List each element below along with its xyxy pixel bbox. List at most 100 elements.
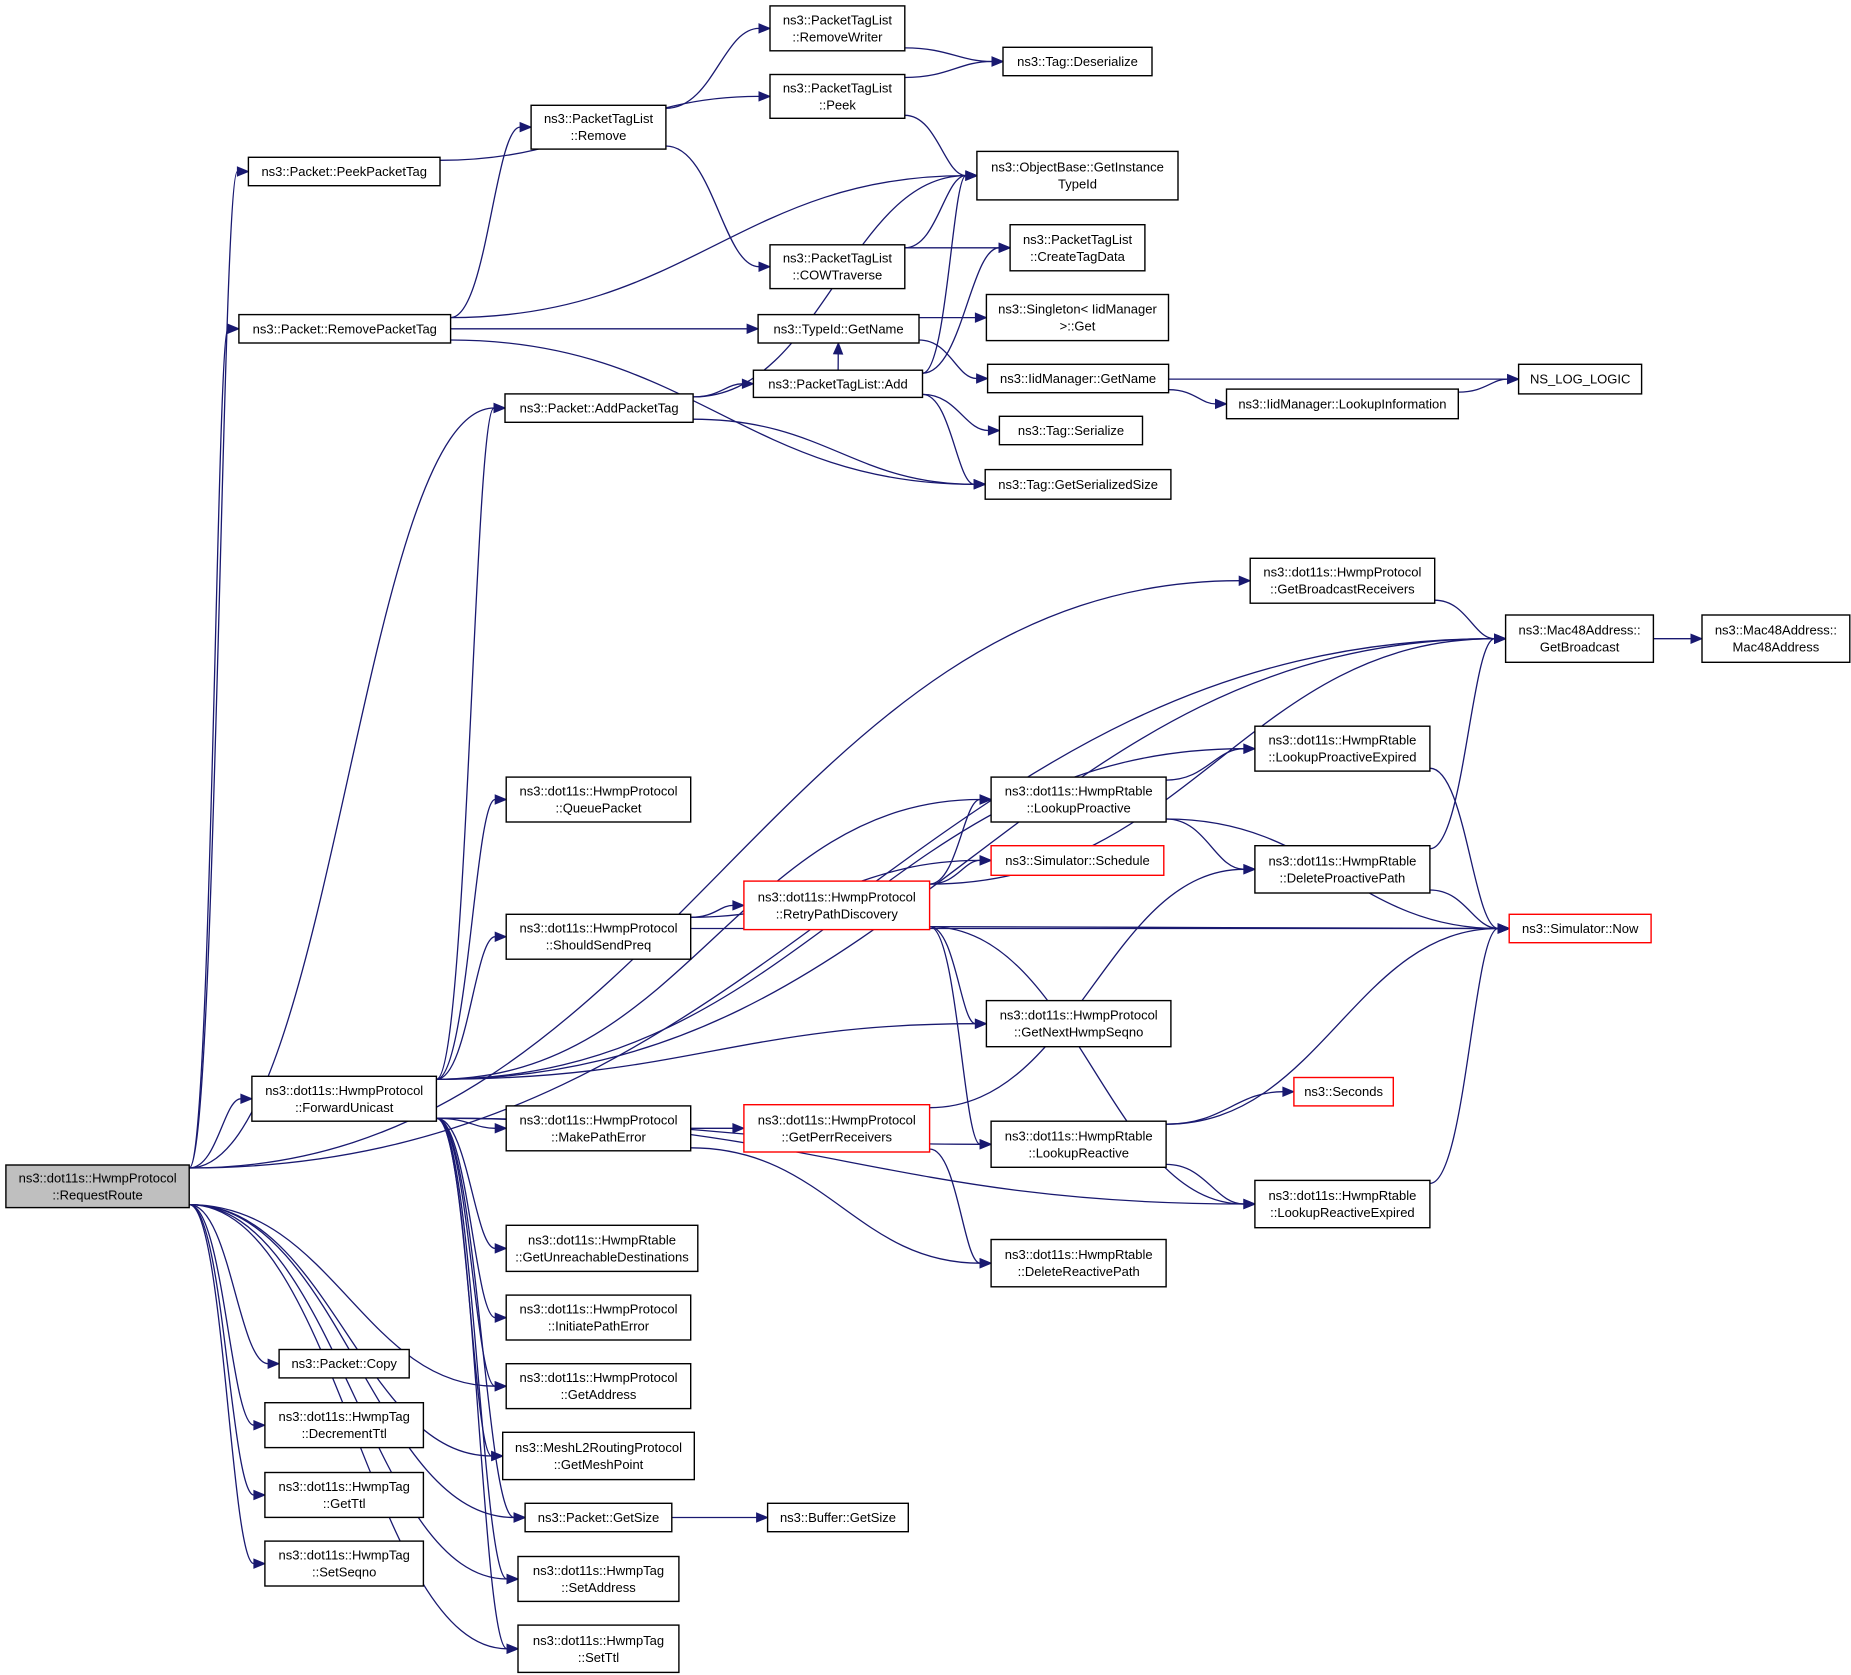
node-packet-get-size[interactable]: ns3::Packet::GetSize (524, 1502, 673, 1533)
node-mac48-get-broadcast[interactable]: ns3::Mac48Address::GetBroadcast (1504, 614, 1655, 663)
node-ptl-remove-writer[interactable]: ns3::PacketTagList::RemoveWriter (769, 5, 906, 52)
node-box[interactable] (517, 1624, 680, 1674)
node-box[interactable] (1701, 614, 1851, 663)
node-iid-lookup-information[interactable]: ns3::IidManager::LookupInformation (1225, 388, 1460, 420)
node-box[interactable] (505, 913, 692, 960)
node-box[interactable] (524, 1502, 673, 1533)
node-box[interactable] (505, 776, 692, 823)
node-box[interactable] (251, 1075, 438, 1122)
node-box[interactable] (743, 1103, 931, 1153)
node-box[interactable] (769, 73, 906, 119)
node-box[interactable] (1009, 223, 1146, 272)
node-make-path-error[interactable]: ns3::dot11s::HwmpProtocol::MakePathError (505, 1105, 692, 1152)
node-decrement-ttl[interactable]: ns3::dot11s::HwmpTag::DecrementTtl (264, 1401, 425, 1449)
node-seconds[interactable]: ns3::Seconds (1293, 1076, 1395, 1107)
node-box[interactable] (517, 1555, 680, 1603)
node-box[interactable] (984, 468, 1172, 500)
node-box[interactable] (985, 293, 1170, 342)
node-request-route[interactable]: ns3::dot11s::HwmpProtocol::RequestRoute (5, 1164, 190, 1209)
node-ptl-remove[interactable]: ns3::PacketTagList::Remove (530, 104, 667, 150)
node-box[interactable] (769, 244, 906, 290)
node-box[interactable] (504, 393, 694, 423)
node-box[interactable] (976, 150, 1179, 201)
node-box[interactable] (264, 1401, 425, 1449)
node-lookup-proactive[interactable]: ns3::dot11s::HwmpRtable::LookupProactive (990, 776, 1167, 823)
node-box[interactable] (505, 1224, 699, 1273)
node-box[interactable] (530, 104, 667, 150)
node-box[interactable] (247, 156, 441, 187)
node-simulator-now[interactable]: ns3::Simulator::Now (1508, 913, 1652, 944)
node-ns-log-logic[interactable]: NS_LOG_LOGIC (1517, 363, 1643, 395)
node-box[interactable] (1249, 557, 1436, 604)
node-box[interactable] (752, 369, 924, 399)
node-lookup-proactive-expired[interactable]: ns3::dot11s::HwmpRtable::LookupProactive… (1254, 725, 1431, 772)
node-box[interactable] (505, 1362, 692, 1410)
node-get-perr-receivers[interactable]: ns3::dot11s::HwmpProtocol::GetPerrReceiv… (743, 1103, 931, 1153)
node-box[interactable] (238, 313, 452, 344)
node-box[interactable] (1002, 46, 1153, 77)
node-lookup-reactive-expired[interactable]: ns3::dot11s::HwmpRtable::LookupReactiveE… (1254, 1179, 1431, 1229)
node-box[interactable] (264, 1540, 425, 1587)
node-box[interactable] (757, 313, 920, 344)
node-ptl-create-tag-data[interactable]: ns3::PacketTagList::CreateTagData (1009, 223, 1146, 272)
node-box[interactable] (1508, 913, 1652, 944)
node-box[interactable] (1254, 845, 1431, 894)
node-packet-copy[interactable]: ns3::Packet::Copy (278, 1348, 410, 1379)
node-delete-proactive-path[interactable]: ns3::dot11s::HwmpRtable::DeleteProactive… (1254, 845, 1431, 894)
node-box[interactable] (1504, 614, 1655, 663)
node-get-next-hwmp-seqno[interactable]: ns3::dot11s::HwmpProtocol::GetNextHwmpSe… (985, 999, 1172, 1048)
node-box[interactable] (1517, 363, 1643, 395)
node-retry-path-discovery[interactable]: ns3::dot11s::HwmpProtocol::RetryPathDisc… (743, 880, 931, 931)
node-box[interactable] (264, 1471, 425, 1519)
node-delete-reactive-path[interactable]: ns3::dot11s::HwmpRtable::DeleteReactiveP… (990, 1238, 1167, 1288)
node-simulator-schedule[interactable]: ns3::Simulator::Schedule (990, 845, 1165, 877)
node-lookup-reactive[interactable]: ns3::dot11s::HwmpRtable::LookupReactive (990, 1120, 1167, 1168)
node-box[interactable] (1293, 1076, 1395, 1107)
node-box[interactable] (1225, 388, 1460, 420)
node-ptl-cow-traverse[interactable]: ns3::PacketTagList::COWTraverse (769, 244, 906, 290)
node-get-unreachable[interactable]: ns3::dot11s::HwmpRtable::GetUnreachableD… (505, 1224, 699, 1273)
node-get-ttl[interactable]: ns3::dot11s::HwmpTag::GetTtl (264, 1471, 425, 1519)
node-box[interactable] (990, 1120, 1167, 1168)
node-box[interactable] (505, 1105, 692, 1152)
node-add-packet-tag[interactable]: ns3::Packet::AddPacketTag (504, 393, 694, 423)
node-set-ttl[interactable]: ns3::dot11s::HwmpTag::SetTtl (517, 1624, 680, 1674)
node-box[interactable] (278, 1348, 410, 1379)
node-box[interactable] (5, 1164, 190, 1209)
node-box[interactable] (990, 776, 1167, 823)
node-typeid-get-name[interactable]: ns3::TypeId::GetName (757, 313, 920, 344)
node-box[interactable] (743, 880, 931, 931)
node-tag-serialize[interactable]: ns3::Tag::Serialize (998, 415, 1144, 446)
node-box[interactable] (990, 845, 1165, 877)
node-tag-get-serialized-size[interactable]: ns3::Tag::GetSerializedSize (984, 468, 1172, 500)
node-ptl-peek[interactable]: ns3::PacketTagList::Peek (769, 73, 906, 119)
node-mac48-ctor[interactable]: ns3::Mac48Address::Mac48Address (1701, 614, 1851, 663)
node-box[interactable] (985, 999, 1172, 1048)
node-get-address[interactable]: ns3::dot11s::HwmpProtocol::GetAddress (505, 1362, 692, 1410)
node-box[interactable] (505, 1294, 692, 1341)
node-box[interactable] (990, 1238, 1167, 1288)
node-queue-packet[interactable]: ns3::dot11s::HwmpProtocol::QueuePacket (505, 776, 692, 823)
node-remove-packet-tag[interactable]: ns3::Packet::RemovePacketTag (238, 313, 452, 344)
node-box[interactable] (766, 1502, 909, 1533)
node-box[interactable] (998, 415, 1144, 446)
node-initiate-path-error[interactable]: ns3::dot11s::HwmpProtocol::InitiatePathE… (505, 1294, 692, 1341)
node-ptl-add[interactable]: ns3::PacketTagList::Add (752, 369, 924, 399)
node-peek-packet-tag[interactable]: ns3::Packet::PeekPacketTag (247, 156, 441, 187)
node-box[interactable] (1254, 725, 1431, 772)
node-iid-get-name[interactable]: ns3::IidManager::GetName (986, 363, 1170, 394)
node-box[interactable] (769, 5, 906, 52)
node-set-address[interactable]: ns3::dot11s::HwmpTag::SetAddress (517, 1555, 680, 1603)
node-set-seqno[interactable]: ns3::dot11s::HwmpTag::SetSeqno (264, 1540, 425, 1587)
node-get-broadcast-receivers[interactable]: ns3::dot11s::HwmpProtocol::GetBroadcastR… (1249, 557, 1436, 604)
node-box[interactable] (1254, 1179, 1431, 1229)
node-box[interactable] (986, 363, 1170, 394)
node-singleton-get[interactable]: ns3::Singleton< IidManager >::Get (985, 293, 1170, 342)
node-forward-unicast[interactable]: ns3::dot11s::HwmpProtocol::ForwardUnicas… (251, 1075, 438, 1122)
node-buffer-get-size[interactable]: ns3::Buffer::GetSize (766, 1502, 909, 1533)
node-tag-deserialize[interactable]: ns3::Tag::Deserialize (1002, 46, 1153, 77)
node-box[interactable] (502, 1431, 696, 1481)
node-get-mesh-point[interactable]: ns3::MeshL2RoutingProtocol::GetMeshPoint (502, 1431, 696, 1481)
node-should-send-preq[interactable]: ns3::dot11s::HwmpProtocol::ShouldSendPre… (505, 913, 692, 960)
